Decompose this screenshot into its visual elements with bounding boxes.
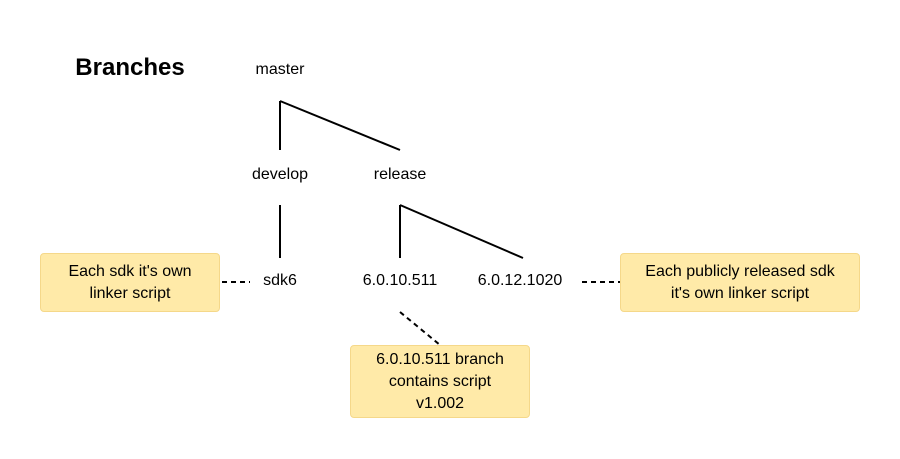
note-branch-511-script: 6.0.10.511 branch contains script v1.002 [350, 345, 530, 418]
node-release: release [373, 166, 427, 183]
node-develop: develop [251, 166, 309, 183]
note-public-release-line-1: Each publicly released sdk [645, 262, 835, 280]
note-public-release-line-2: it's own linker script [670, 284, 810, 302]
diagram-title: Branches [75, 54, 185, 81]
note-branch-511-line-3: v1.002 [415, 394, 465, 412]
connector-release-6-0-12-1020 [399, 204, 524, 259]
node-sdk6: sdk6 [263, 272, 297, 289]
node-master: master [255, 61, 305, 78]
note-sdk-linker-script: Each sdk it's own linker script [40, 253, 220, 312]
note-branch-511-line-2: contains script [388, 372, 492, 390]
dashed-connector-branch-511-note [399, 311, 441, 346]
note-sdk-line-1: Each sdk it's own [68, 262, 192, 280]
node-6-0-10-511: 6.0.10.511 [362, 272, 438, 289]
note-branch-511-line-1: 6.0.10.511 branch [376, 350, 504, 368]
node-6-0-12-1020: 6.0.12.1020 [477, 272, 563, 289]
note-sdk-line-2: linker script [89, 284, 171, 302]
note-public-release-linker-script: Each publicly released sdk it's own link… [620, 253, 860, 312]
connector-master-release [279, 100, 401, 151]
